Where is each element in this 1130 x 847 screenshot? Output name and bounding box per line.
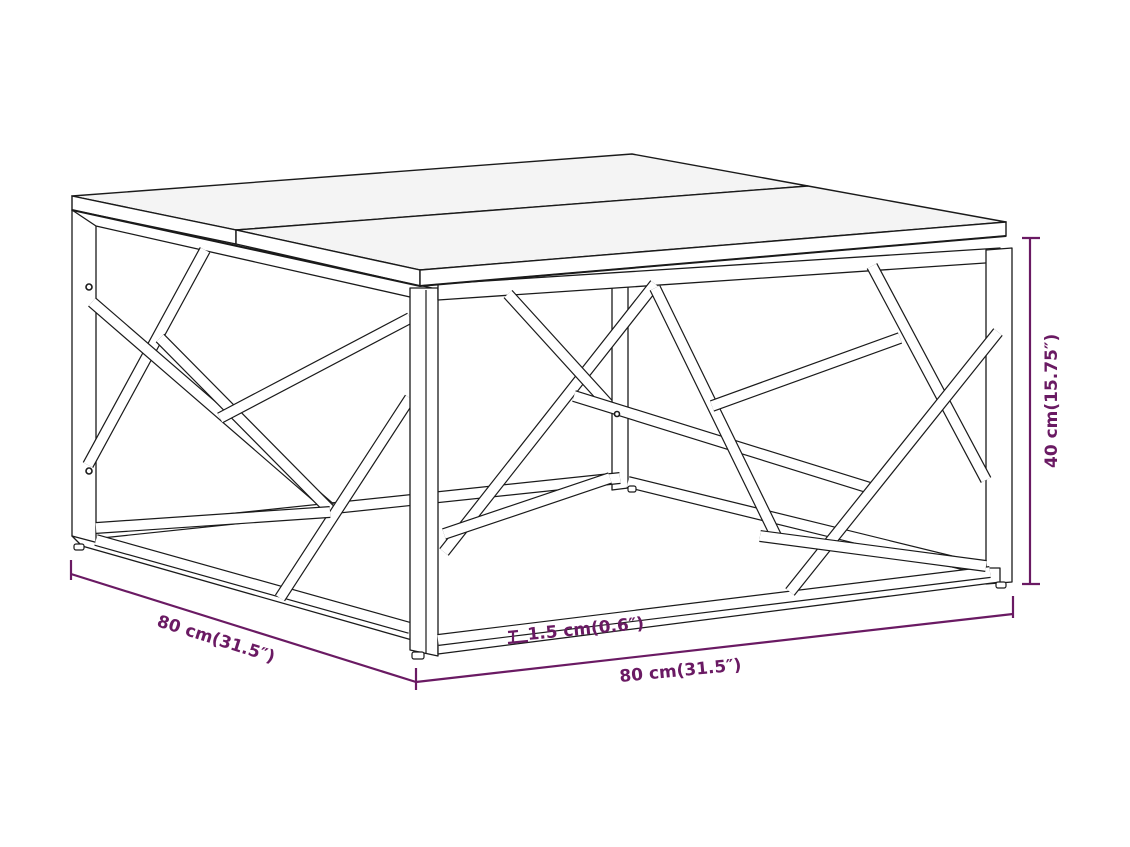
front-panel [437, 247, 1013, 655]
thickness-label: 1.5 cm(0.6″) [527, 614, 645, 645]
tabletop [71, 153, 1007, 287]
bolt-icon [85, 283, 93, 291]
height-dimension: 40 cm(15.75″) [1022, 236, 1062, 586]
height-label: 40 cm(15.75″) [1042, 334, 1062, 468]
front-panel-geometric-bars [439, 263, 1003, 596]
left-panel-geometric-bars [82, 247, 416, 602]
front-corner-post [409, 287, 439, 660]
bolt-icon [85, 467, 93, 475]
left-side-panel [71, 209, 433, 641]
bolt-icon [613, 410, 621, 418]
width-label: 80 cm(31.5″) [619, 655, 743, 687]
